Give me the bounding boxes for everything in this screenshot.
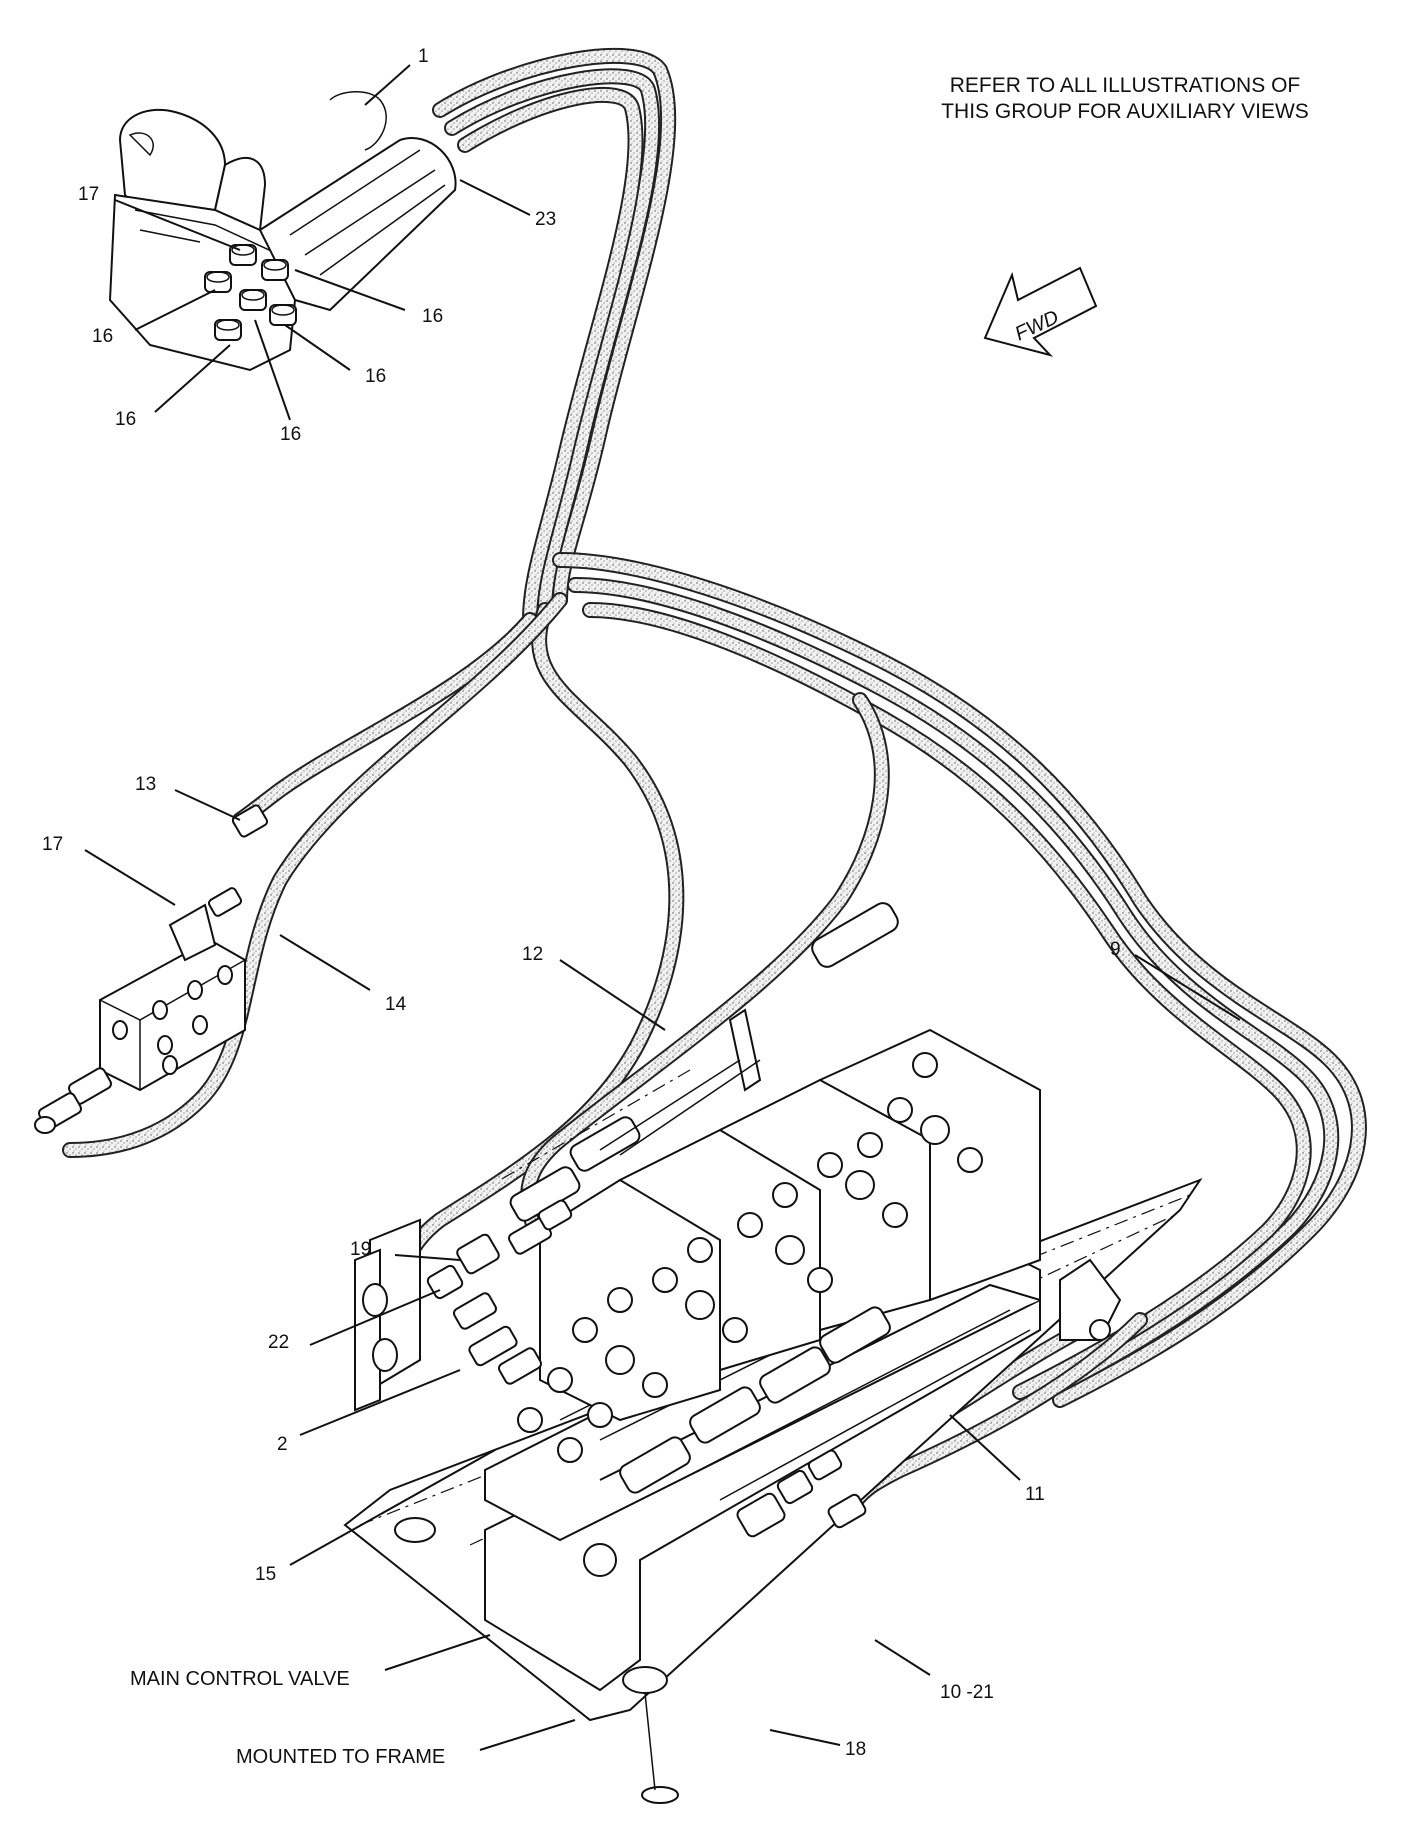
callout-12: 12 — [522, 944, 543, 965]
callout-labels: 1 23 17 16 16 16 16 16 13 17 14 12 9 19 … — [42, 46, 1121, 1760]
callout-17-mid: 17 — [42, 834, 63, 855]
callout-13: 13 — [135, 774, 156, 795]
main-control-valve-assembly — [343, 902, 1203, 1804]
joystick-assembly — [108, 91, 457, 372]
callout-16-left: 16 — [92, 326, 113, 347]
callout-17-top: 17 — [78, 184, 99, 205]
callout-15: 15 — [255, 1564, 276, 1585]
joystick-fittings — [204, 244, 297, 341]
callout-9: 9 — [1110, 939, 1121, 960]
pilot-manifold — [34, 804, 269, 1134]
callout-10-21: 10 -21 — [940, 1682, 994, 1703]
note-line-2: THIS GROUP FOR AUXILIARY VIEWS — [941, 100, 1309, 123]
valve-bolts — [517, 1052, 983, 1577]
callout-2: 2 — [277, 1434, 288, 1455]
valve-right-fittings — [736, 1449, 867, 1538]
callout-18: 18 — [845, 1739, 866, 1760]
mounted-to-frame-label: MOUNTED TO FRAME — [236, 1746, 445, 1768]
callout-22: 22 — [268, 1332, 289, 1353]
note-line-1: REFER TO ALL ILLUSTRATIONS OF — [950, 74, 1300, 97]
forward-direction-arrow: FWD — [983, 266, 1098, 357]
callout-11: 11 — [1025, 1484, 1045, 1505]
callout-16-bottom: 16 — [280, 424, 301, 445]
callout-23: 23 — [535, 209, 556, 230]
callout-16-right-lower: 16 — [365, 366, 386, 387]
main-control-valve-label: MAIN CONTROL VALVE — [130, 1668, 350, 1690]
callout-14: 14 — [385, 994, 407, 1015]
callout-16-bottom-left: 16 — [115, 409, 136, 430]
leader-lines — [84, 64, 1241, 1751]
valve-left-fittings — [426, 1199, 573, 1385]
callout-19: 19 — [350, 1239, 371, 1260]
callout-16-right-upper: 16 — [422, 306, 443, 327]
callout-1: 1 — [418, 46, 429, 67]
